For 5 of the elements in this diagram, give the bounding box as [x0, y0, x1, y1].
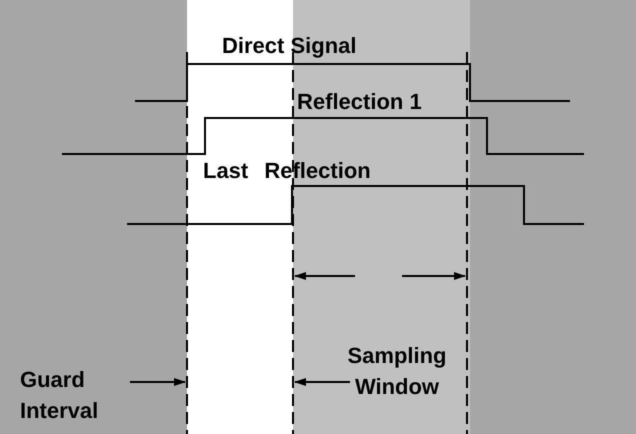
signal-label: Direct Signal — [222, 32, 356, 60]
signal-label: Reflection 1 — [297, 88, 422, 116]
dimension-label: Guard Interval — [20, 366, 100, 425]
signal-label: Last Reflection — [203, 157, 371, 185]
dimension-label: Sampling Window — [346, 342, 448, 401]
